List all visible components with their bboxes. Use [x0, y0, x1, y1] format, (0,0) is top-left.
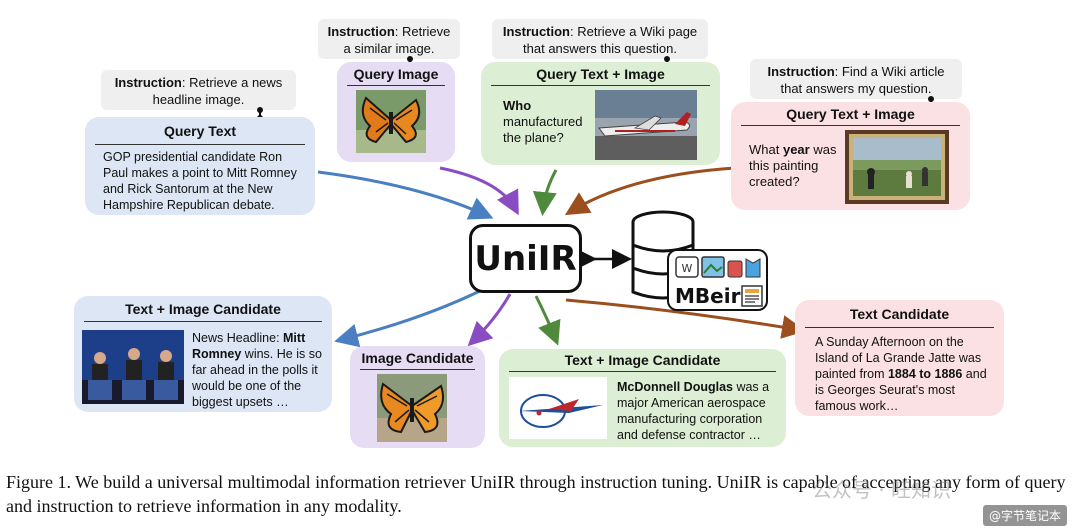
- query-text-title: Query Text: [163, 123, 237, 139]
- candidate-text-card: Text Candidate A Sunday Afternoon on the…: [795, 300, 1004, 416]
- candidate-image-title: Image Candidate: [361, 350, 474, 366]
- debate-image: [82, 330, 184, 404]
- instruction-wiki-article: Instruction: Find a Wiki article that an…: [750, 59, 962, 99]
- query-text-body: GOP presidential candidate Ron Paul make…: [103, 150, 297, 212]
- arrow-query-plane: [532, 169, 558, 216]
- divider: [805, 327, 994, 328]
- query-image-title: Query Image: [353, 66, 439, 82]
- candidate-news-card: Text + Image Candidate News Headline: Mi…: [74, 296, 332, 412]
- candidate-mcd-text: McDonnell Douglas was a major American a…: [617, 380, 770, 442]
- query-painting-title: Query Text + Image: [786, 106, 915, 122]
- candidate-news-title: Text + Image Candidate: [125, 301, 281, 317]
- query-painting-text: What year was this painting created?: [749, 142, 837, 189]
- painting-image: [845, 130, 949, 204]
- query-plane-card: Query Text + Image Who manufactured the …: [481, 62, 720, 165]
- watermark-badge: @字节笔记本: [983, 505, 1068, 526]
- arrows-layer: [317, 166, 806, 348]
- butterfly-candidate-image: [377, 374, 447, 442]
- figure-caption: Figure 1. We build a universal multimoda…: [6, 472, 1066, 516]
- query-text-card: Query Text GOP presidential candidate Ro…: [85, 117, 315, 215]
- arrow-query-text: [317, 170, 494, 220]
- svg-text:W: W: [682, 262, 693, 275]
- divider: [95, 144, 305, 145]
- modality-icons: W: [675, 256, 761, 278]
- arrow-cand-mcd: [534, 295, 561, 346]
- divider: [741, 125, 960, 126]
- airplane-image: [595, 90, 697, 160]
- query-image-card: Query Image: [337, 62, 455, 162]
- divider: [347, 85, 445, 86]
- divider: [509, 371, 776, 372]
- arrow-cand-image: [467, 293, 512, 347]
- uniir-model-box: UniIR: [469, 224, 582, 293]
- query-painting-card: Query Text + Image What year was this pa…: [731, 102, 970, 210]
- query-plane-text: Who manufactured the plane?: [503, 98, 583, 145]
- mbeir-label: MBeir: [675, 284, 741, 308]
- mcdonnell-douglas-logo: [509, 377, 607, 439]
- candidate-mcd-title: Text + Image Candidate: [564, 352, 721, 368]
- divider: [491, 85, 710, 86]
- instruction-wiki-page: Instruction: Retrieve a Wiki page that a…: [492, 19, 708, 59]
- candidate-image-card: Image Candidate: [350, 346, 485, 448]
- mbeir-box: W MBeir: [667, 249, 768, 311]
- newspaper-icon: [741, 285, 763, 307]
- divider: [84, 321, 322, 322]
- candidate-news-text: News Headline: Mitt Romney wins. He is s…: [192, 331, 322, 409]
- instruction-similar: Instruction: Retrieve a similar image.: [318, 19, 460, 59]
- query-plane-title: Query Text + Image: [536, 66, 665, 82]
- butterfly-image: [356, 90, 426, 153]
- instruction-news: Instruction: Retrieve a news headline im…: [101, 70, 296, 110]
- candidate-mcd-card: Text + Image Candidate McDonnell Douglas…: [499, 349, 786, 447]
- candidate-text-title: Text Candidate: [849, 306, 950, 322]
- watermark-overlay: 公众号 · 旺知识: [812, 478, 952, 502]
- arrow-query-painting: [564, 166, 736, 216]
- arrow-cand-text: [565, 298, 806, 339]
- divider: [360, 369, 475, 370]
- candidate-text-body: A Sunday Afternoon on the Island of La G…: [815, 335, 987, 413]
- arrow-query-image: [439, 166, 519, 216]
- arrow-cand-news: [334, 288, 483, 348]
